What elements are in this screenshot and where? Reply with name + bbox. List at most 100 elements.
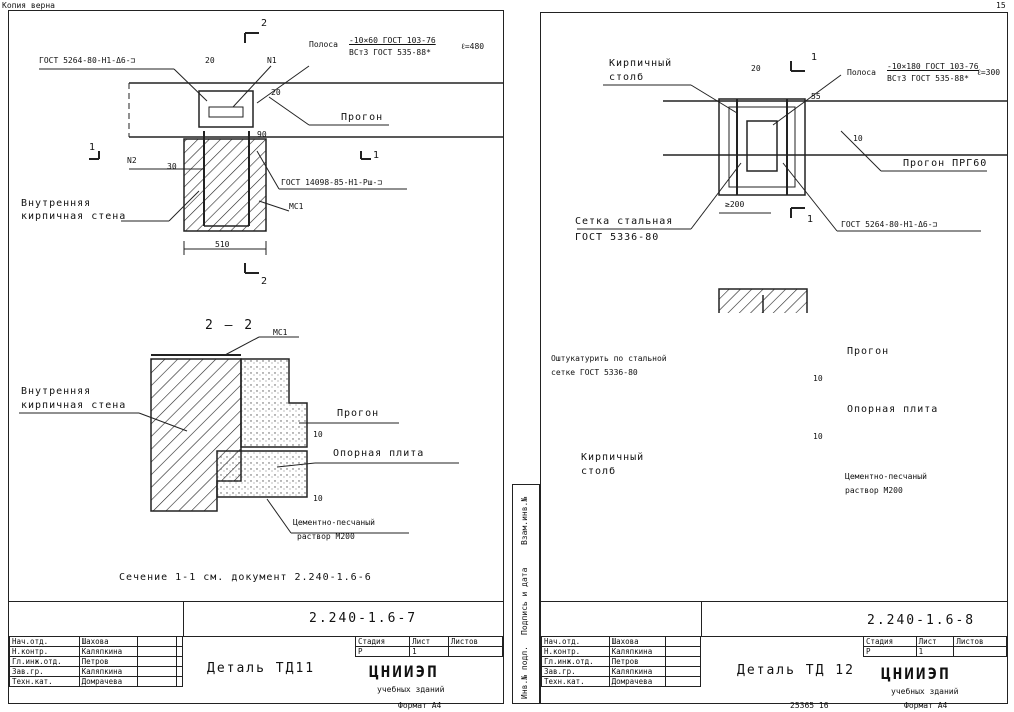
dim-10-c-right: 10: [813, 432, 823, 441]
section-22-title: 2 — 2: [205, 318, 255, 333]
progon-label-right: Прогон ПРГ60: [903, 158, 988, 169]
section-2-top: 2: [261, 18, 269, 29]
left-format: Формат А4: [398, 701, 442, 710]
polosa-frac-top: -10×60 ГОСТ 103-76: [349, 36, 436, 45]
gost-weld-right: ГОСТ 5264-80-Н1-Δ6-⊐: [841, 220, 938, 229]
dim-20-top: 20: [205, 56, 215, 65]
stage-value: Р: [354, 646, 411, 657]
dim-90: 90: [257, 130, 267, 139]
polosa-frac-top-right: -10×180 ГОСТ 103-76: [887, 62, 979, 71]
right-sheet: Кирпичный столб 20 1 Полоса -10×180 ГОСТ…: [540, 12, 1008, 704]
left-section-drawing: [19, 336, 459, 534]
sign-name: Шахова: [78, 636, 138, 647]
dim-20-right: 20: [751, 64, 761, 73]
stage-header: Стадия: [863, 636, 917, 647]
mc1-section-label: МС1: [273, 328, 288, 337]
n1-label: N1: [267, 56, 277, 65]
sheet-value: 1: [409, 646, 449, 657]
rastvor-label-right-2: раствор М200: [845, 486, 903, 495]
wall-section-label: Внутренняя: [21, 386, 92, 397]
left-drawing-number: 2.240-1.6-7: [309, 611, 418, 626]
rastvor-label: Цементно-песчаный: [293, 518, 375, 527]
section-1-right: 1: [373, 150, 381, 161]
sign-role: Техн.кат.: [9, 676, 80, 687]
sign-name: Каляпкина: [608, 646, 667, 657]
wall-section-label-2: кирпичная стена: [21, 400, 127, 411]
plita-label-right: Опорная плита: [847, 404, 939, 415]
dim-55: 55: [811, 92, 821, 101]
rastvor-label-2: раствор М200: [297, 532, 355, 541]
stolb-section-label-2: столб: [581, 466, 617, 477]
dim-10-b-right: 10: [813, 374, 823, 383]
dim-200: ≥200: [725, 200, 745, 209]
wall-label-2: кирпичная стена: [21, 211, 127, 222]
n2-label: N2: [127, 156, 137, 165]
page-number: 15: [996, 1, 1006, 10]
right-org: ЦНИИЭП: [881, 664, 951, 683]
setka-label-2: ГОСТ 5336-80: [575, 232, 660, 243]
setka-label: Сетка стальная: [575, 216, 674, 227]
left-sign-table: Нач.отд.Шахова Н.контр.Каляпкина Гл.инж.…: [9, 636, 184, 687]
sign-name: Домрачева: [78, 676, 138, 687]
progon-section-right: Прогон: [847, 346, 890, 357]
mc1-label: МС1: [289, 202, 304, 211]
right-side-stamp: Инв.№ подл. Подпись и дата Взам.инв.№: [512, 484, 540, 704]
sheet-header: Лист: [409, 636, 449, 647]
side-stamp-vzam: Взам.инв.№: [520, 496, 529, 545]
right-plan-drawing: [577, 61, 1007, 313]
sheet-header: Лист: [915, 636, 955, 647]
sign-name: Каляпкина: [608, 666, 667, 677]
sheets-value: [447, 646, 504, 657]
section-2-bottom: 2: [261, 276, 269, 287]
sign-role: Техн.кат.: [541, 676, 610, 687]
stolb-section-label: Кирпичный: [581, 452, 645, 463]
gost-weld-label: ГОСТ 5264-80-Н1-Δ6-⊐: [39, 56, 136, 65]
rastvor-label-right: Цементно-песчаный: [845, 472, 927, 481]
polosa-label-right: Полоса: [847, 68, 876, 77]
left-title-block: 2.240-1.6-7 Нач.отд.Шахова Н.контр.Каляп…: [9, 601, 504, 704]
side-stamp-inv: Инв.№ подл.: [520, 646, 529, 699]
wall-label: Внутренняя: [21, 198, 92, 209]
right-sign-table: Нач.отд.Шахова Н.контр.Каляпкина Гл.инж.…: [541, 636, 701, 687]
dim-510: 510: [215, 240, 230, 249]
left-org: ЦНИИЭП: [369, 662, 439, 681]
left-org-sub: учебных зданий: [377, 685, 445, 694]
left-plan-drawing: [39, 32, 503, 274]
polosa-frac-bot: ВСт3 ГОСТ 535-88*: [349, 48, 431, 57]
sheets-value: [953, 646, 1007, 657]
dim-10-b: 10: [313, 494, 323, 503]
sign-name: Петров: [78, 656, 138, 667]
sign-name: Каляпкина: [78, 666, 138, 677]
dim-30: 30: [167, 162, 177, 171]
sign-role: Нач.отд.: [541, 636, 610, 647]
sign-role: Зав.гр.: [541, 666, 610, 677]
sign-name: Каляпкина: [78, 646, 138, 657]
progon-label: Прогон: [341, 112, 384, 123]
right-title-block: 2.240-1.6-8 Нач.отд.Шахова Н.контр.Каляп…: [541, 601, 1007, 704]
right-format: Формат А4: [904, 701, 948, 710]
stolb-label-2: столб: [609, 72, 645, 83]
sign-role: Гл.инж.отд.: [9, 656, 80, 667]
left-sheet: ГОСТ 5264-80-Н1-Δ6-⊐ 20 N1 Полоса -10×60…: [8, 10, 504, 704]
dim-20-side: 20: [271, 88, 281, 97]
polosa-length: ℓ=480: [461, 42, 485, 51]
dim-10-right: 10: [853, 134, 863, 143]
stage-value: Р: [863, 646, 917, 657]
right-org-sub: учебных зданий: [891, 687, 959, 696]
section-1-left: 1: [89, 142, 97, 153]
polosa-length-right: ℓ=300: [977, 68, 1001, 77]
polosa-label: Полоса: [309, 40, 338, 49]
bottom-code: 25365 16: [790, 701, 829, 710]
section-1-bottom-right: 1: [807, 214, 815, 225]
polosa-frac-bot-right: ВСт3 ГОСТ 535-88*: [887, 74, 969, 83]
stolb-label: Кирпичный: [609, 58, 673, 69]
sign-role: Гл.инж.отд.: [541, 656, 610, 667]
section-1-top-right: 1: [811, 52, 819, 63]
left-detail-title: Деталь ТД11: [207, 661, 316, 676]
side-stamp-sign: Подпись и дата: [520, 567, 529, 635]
right-drawing-number: 2.240-1.6-8: [867, 613, 976, 628]
plita-section-label: Опорная плита: [333, 448, 425, 459]
dim-10-a: 10: [313, 430, 323, 439]
